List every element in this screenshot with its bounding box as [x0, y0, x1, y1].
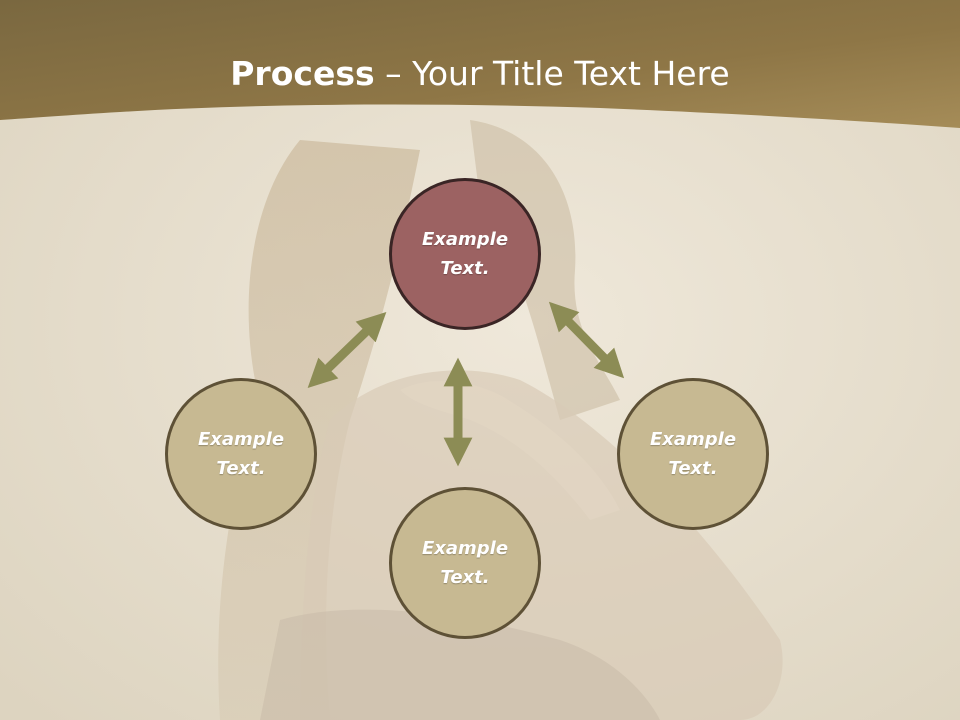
node-left-label: Example Text.	[197, 429, 285, 479]
arrow-top-right	[548, 301, 625, 379]
node-right: Example Text.	[617, 378, 769, 530]
node-top-label: Example Text.	[421, 229, 509, 279]
node-right-label: Example Text.	[649, 429, 737, 479]
node-bottom: Example Text.	[389, 487, 541, 639]
slide-title: Process – Your Title Text Here	[0, 52, 960, 96]
arrow-top-left	[307, 311, 387, 389]
title-bold: Process	[230, 54, 375, 93]
node-bottom-label: Example Text.	[421, 538, 509, 588]
title-rest: Your Title Text Here	[412, 54, 730, 93]
node-top: Example Text.	[389, 178, 541, 330]
node-left: Example Text.	[165, 378, 317, 530]
title-dash: –	[374, 54, 413, 93]
